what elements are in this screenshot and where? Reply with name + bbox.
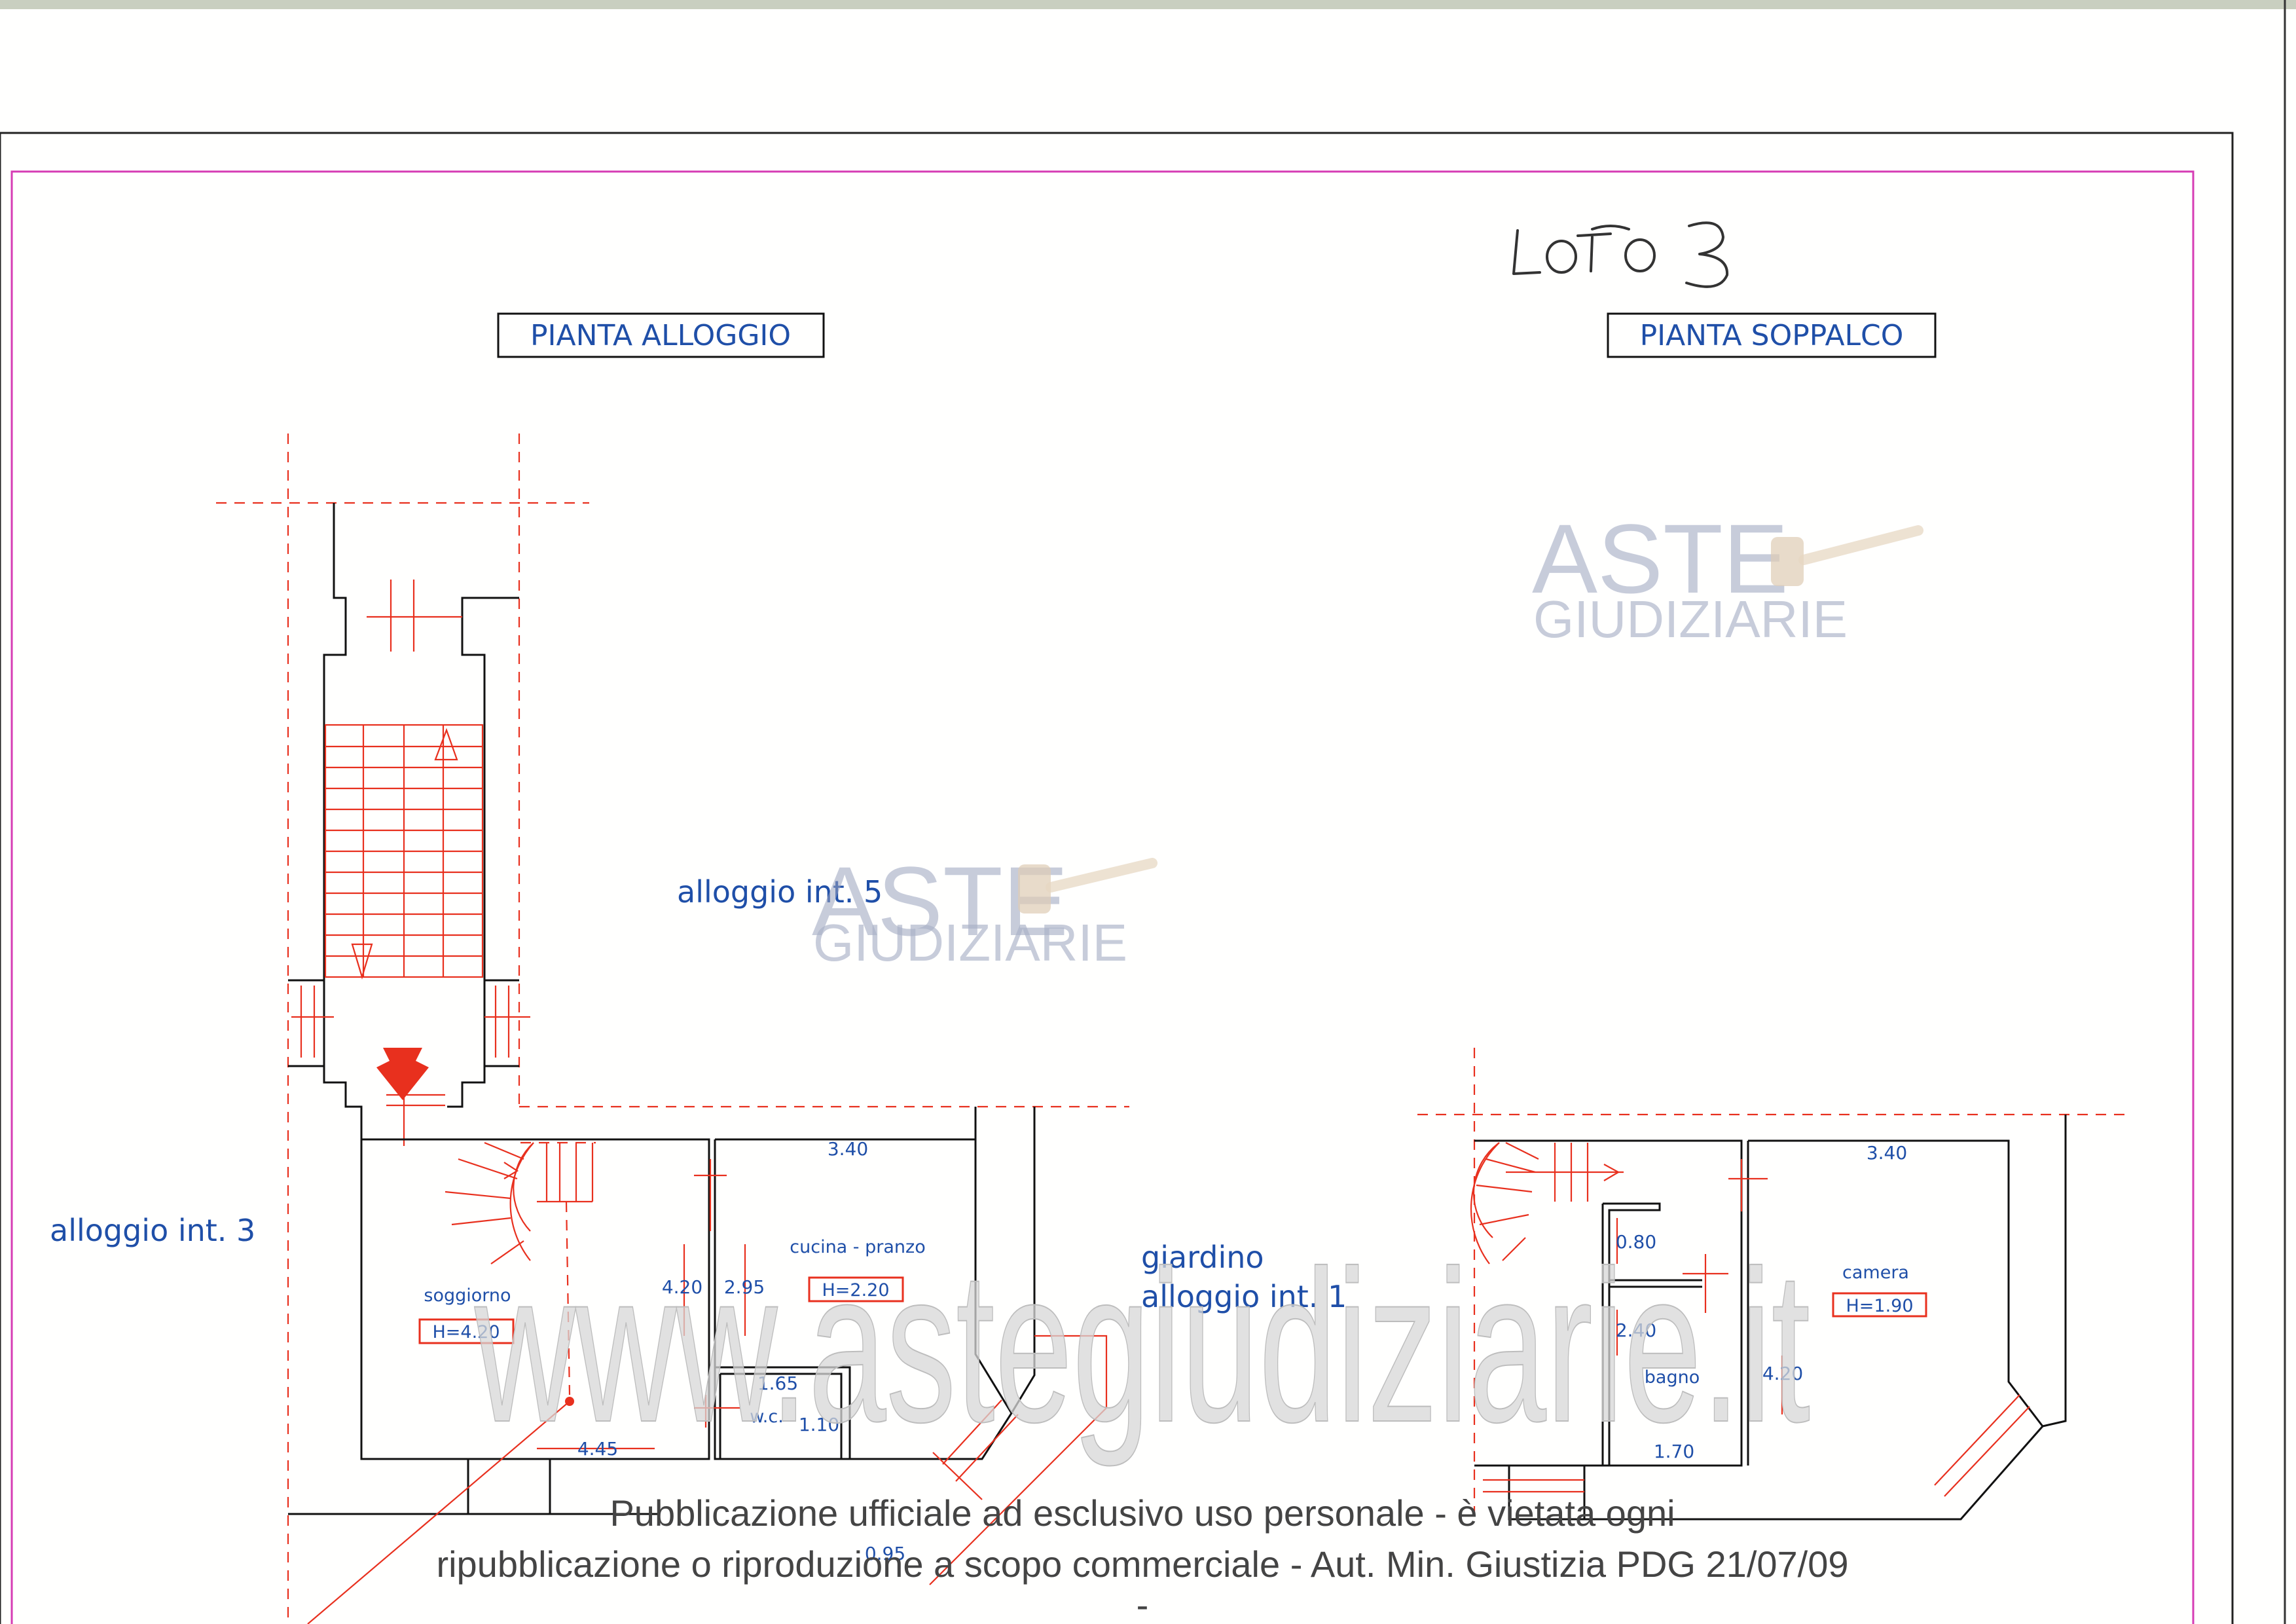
label-alloggio-5: alloggio int. 5: [677, 874, 883, 910]
logo-aste-text: ASTE: [1532, 504, 1789, 614]
label-giardino-alloggio-1: alloggio int. 1: [1141, 1279, 1347, 1314]
dim-right-top: 3.40: [1867, 1142, 1907, 1164]
room-camera: camera: [1842, 1263, 1909, 1283]
notice-line-3: -: [1137, 1584, 1149, 1624]
interior-ticks: [307, 1159, 1108, 1624]
label-giardino: giardino: [1141, 1240, 1264, 1275]
title-pianta-soppalco: PIANTA SOPPALCO: [1607, 312, 1937, 358]
height-camera: H=1.90: [1846, 1296, 1913, 1316]
watermark-logo-middle: ASTE GIUDIZIARIE: [812, 846, 1157, 972]
dim-left-b: 2.95: [724, 1276, 765, 1298]
height-cucina: H=2.20: [822, 1280, 889, 1301]
dim-left-c: 1.65: [757, 1373, 798, 1394]
plan-soppalco: camera H=1.90 bagno 3.40 0.80 2.40 4.20 …: [1417, 1048, 2124, 1521]
notice-line-1: Pubblicazione ufficiale ad esclusivo uso…: [610, 1492, 1675, 1534]
room-cucina: cucina - pranzo: [790, 1237, 925, 1257]
title-pianta-alloggio: PIANTA ALLOGGIO: [497, 312, 825, 358]
gavel-icon: [1018, 858, 1157, 913]
dim-left-a: 4.20: [662, 1276, 702, 1298]
watermark-site: www.astegiudiziarie.it: [473, 1225, 1811, 1468]
dim-right-c: 4.20: [1762, 1363, 1803, 1384]
door-marks: [291, 580, 530, 1146]
title-left-text: PIANTA ALLOGGIO: [530, 319, 791, 352]
logo-giudiziarie-text: GIUDIZIARIE: [813, 913, 1127, 972]
room-bagno: bagno: [1645, 1367, 1700, 1388]
spiral-stair-soppalco: [1470, 1142, 1624, 1264]
gavel-icon: [1771, 525, 1923, 586]
room-soggiorno: soggiorno: [424, 1285, 511, 1306]
interior-ticks-soppalco: [1483, 1159, 2030, 1497]
plan-alloggio: soggiorno H=4.20 cucina - pranzo H=2.20 …: [216, 434, 1129, 1624]
spiral-stair: [445, 1141, 596, 1395]
height-soggiorno: H=4.20: [432, 1322, 500, 1342]
title-right-text: PIANTA SOPPALCO: [1640, 319, 1904, 352]
logo-giudiziarie-text: GIUDIZIARIE: [1533, 590, 1848, 648]
label-alloggio-3: alloggio int. 3: [50, 1213, 255, 1248]
dim-right-d: 1.70: [1654, 1441, 1694, 1462]
dim-right-a: 0.80: [1616, 1231, 1656, 1253]
watermark-logo-top: ASTE GIUDIZIARIE: [1532, 504, 1923, 648]
scan-edge: [0, 0, 2296, 9]
dim-left-f: 0.95: [865, 1543, 905, 1564]
staircase: [324, 724, 484, 980]
dim-right-b: 2.40: [1616, 1320, 1656, 1341]
dim-left-top: 3.40: [828, 1138, 868, 1160]
notice-line-2: ripubblicazione o riproduzione a scopo c…: [436, 1543, 1848, 1585]
dim-left-e: 4.45: [577, 1438, 618, 1460]
dim-left-d: 1.10: [799, 1414, 839, 1435]
entrance-arrow: [376, 1048, 429, 1100]
lot-3-handwriting: [1512, 221, 1729, 288]
room-wc: w.c.: [750, 1407, 784, 1427]
